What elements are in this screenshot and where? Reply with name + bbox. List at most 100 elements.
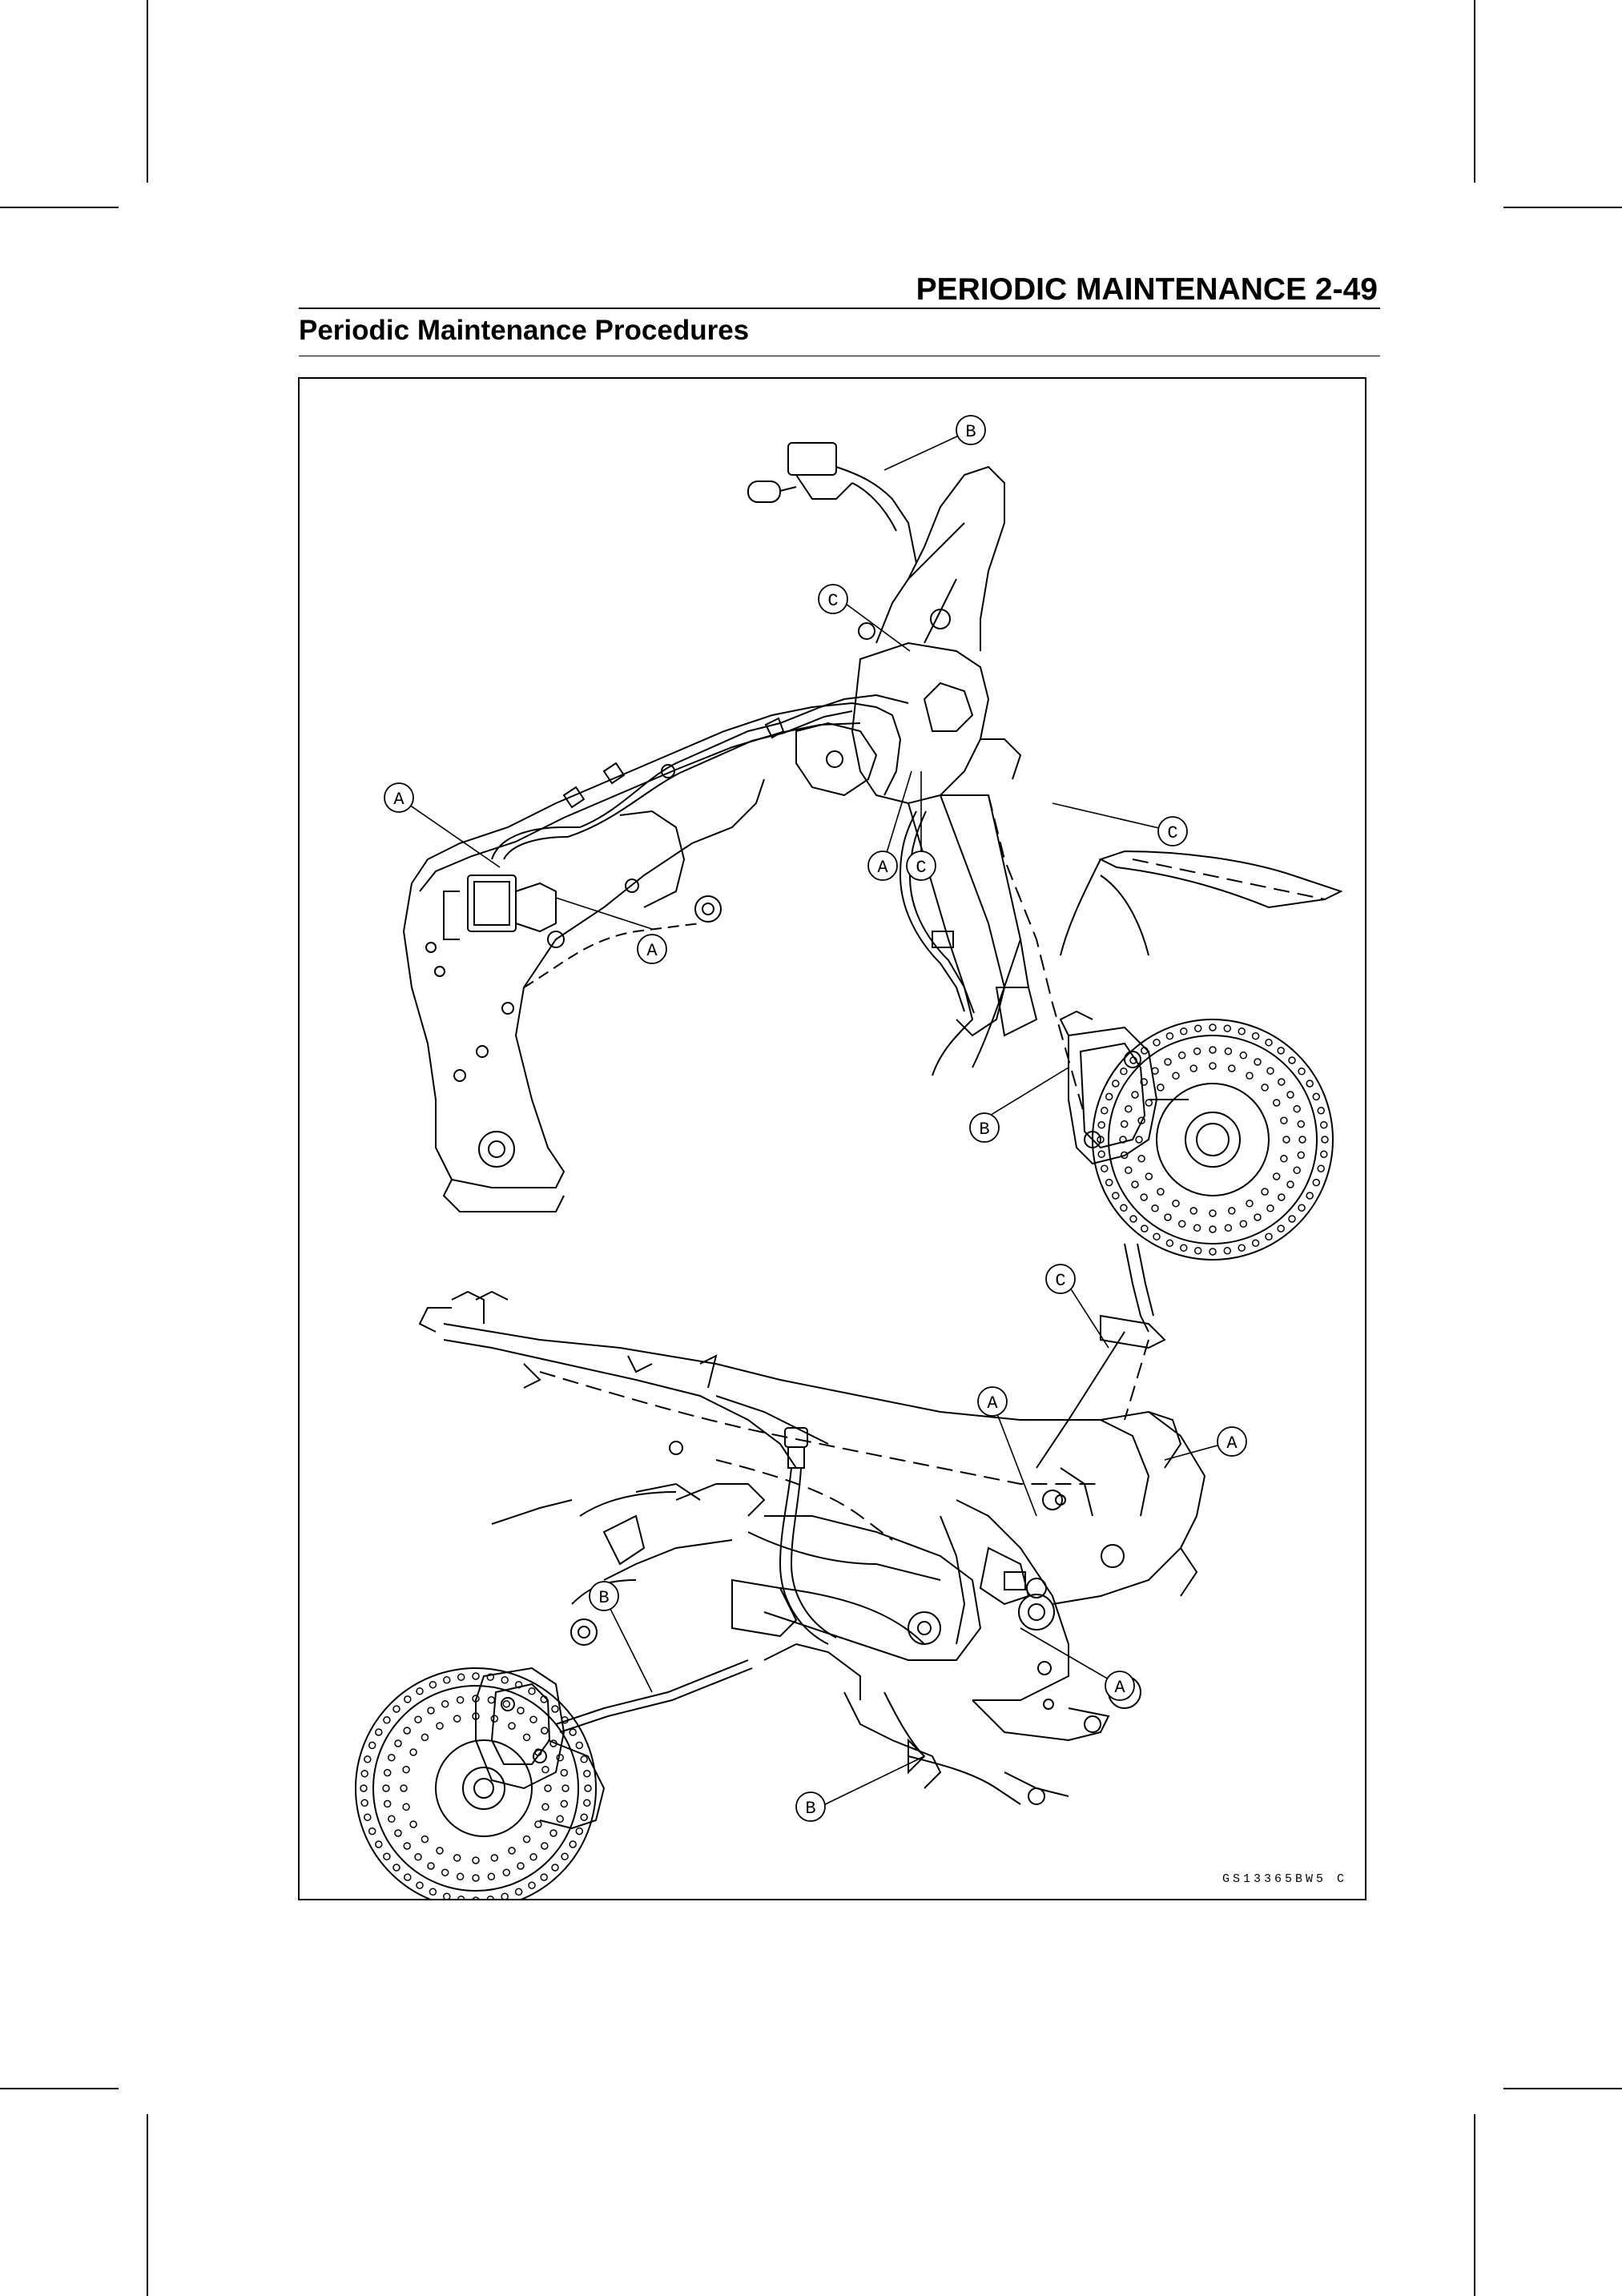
- disc-hole: [1105, 1178, 1113, 1187]
- disc-hole: [1321, 1136, 1329, 1144]
- disc-hole: [1280, 1155, 1288, 1163]
- disc-hole: [1277, 1224, 1285, 1232]
- disc-hole: [1288, 1056, 1296, 1064]
- disc-hole: [1189, 1207, 1197, 1215]
- crop-mark: [147, 0, 148, 183]
- disc-hole: [534, 1748, 542, 1756]
- disc-hole: [1239, 1051, 1248, 1060]
- disc-hole: [1120, 1204, 1128, 1212]
- rear-disc-holes: [360, 1672, 592, 1899]
- disc-hole: [1112, 1192, 1120, 1200]
- disc-hole: [1172, 1199, 1180, 1208]
- disc-hole: [421, 1835, 429, 1844]
- disc-hole: [528, 1881, 536, 1889]
- disc-hole: [514, 1680, 523, 1689]
- figure-code: GS13365BW5 C: [1222, 1872, 1347, 1886]
- disc-hole: [490, 1854, 499, 1862]
- disc-hole: [561, 1716, 569, 1724]
- disc-hole: [429, 1888, 437, 1896]
- disc-hole: [414, 1853, 422, 1861]
- disc-hole: [416, 1881, 424, 1889]
- disc-hole: [1297, 1151, 1306, 1160]
- callout-a-abs-left: A: [384, 782, 414, 813]
- crop-mark: [0, 207, 119, 208]
- disc-hole: [514, 1888, 523, 1896]
- disc-hole: [1223, 1024, 1232, 1032]
- svg-text:A: A: [877, 858, 888, 878]
- disc-hole: [487, 1695, 496, 1704]
- disc-hole: [1272, 1172, 1281, 1180]
- disc-hole: [441, 1700, 449, 1708]
- disc-hole: [575, 1741, 584, 1750]
- disc-hole: [529, 1853, 537, 1861]
- disc-hole: [364, 1755, 372, 1763]
- disc-hole: [1129, 1056, 1137, 1064]
- disc-hole: [580, 1813, 588, 1821]
- disc-hole: [486, 1896, 494, 1899]
- disc-hole: [1151, 1204, 1159, 1212]
- disc-hole: [403, 1727, 411, 1735]
- disc-hole: [1164, 1058, 1172, 1066]
- disc-hole: [1293, 1166, 1301, 1175]
- disc-hole: [1277, 1047, 1285, 1055]
- disc-hole: [441, 1868, 449, 1876]
- disc-hole: [1288, 1215, 1296, 1223]
- brake-line-routing-drawing: B C A A A C C B C A A B A B: [355, 415, 1343, 1899]
- disc-hole: [502, 1868, 511, 1876]
- disc-hole: [360, 1784, 368, 1792]
- disc-hole: [1165, 1031, 1174, 1040]
- disc-hole: [1165, 1239, 1174, 1248]
- disc-hole: [1157, 1188, 1165, 1196]
- disc-hole: [1286, 1091, 1294, 1099]
- disc-hole: [1286, 1180, 1294, 1188]
- disc-hole: [522, 1733, 531, 1742]
- disc-hole: [1141, 1224, 1149, 1232]
- disc-hole: [561, 1852, 569, 1860]
- disc-hole: [529, 1715, 537, 1723]
- disc-hole: [541, 1765, 549, 1774]
- callout-b-bottom-lower: B: [795, 1791, 826, 1822]
- bottom-frame-drawing: [355, 1243, 1206, 1899]
- disc-hole: [383, 1852, 391, 1860]
- disc-hole: [382, 1784, 390, 1792]
- disc-hole: [1189, 1064, 1197, 1072]
- disc-hole: [560, 1799, 569, 1808]
- disc-hole: [1180, 1244, 1188, 1252]
- svg-text:C: C: [827, 591, 838, 611]
- callout-a-bottom-upper: A: [977, 1386, 1008, 1417]
- front-disc-holes: [1097, 1023, 1329, 1256]
- crop-mark: [1503, 2088, 1622, 2089]
- disc-hole: [1131, 1091, 1139, 1099]
- disc-hole: [1265, 1232, 1273, 1240]
- crop-mark: [1503, 207, 1622, 208]
- disc-hole: [1246, 1072, 1254, 1080]
- disc-hole: [1209, 1248, 1217, 1256]
- disc-hole: [1120, 1151, 1129, 1160]
- crop-mark: [1474, 2114, 1475, 2296]
- disc-hole: [453, 1715, 461, 1723]
- disc-hole: [1145, 1172, 1153, 1180]
- callout-b-rear-caliper: B: [589, 1581, 619, 1611]
- disc-hole: [1153, 1039, 1161, 1047]
- disc-hole: [508, 1847, 516, 1855]
- disc-hole: [1317, 1107, 1325, 1115]
- disc-hole: [394, 1739, 402, 1747]
- disc-hole: [1120, 1120, 1129, 1128]
- disc-hole: [1266, 1067, 1274, 1075]
- disc-hole: [544, 1784, 552, 1792]
- disc-hole: [472, 1896, 480, 1899]
- disc-hole: [583, 1769, 591, 1778]
- disc-hole: [1272, 1099, 1281, 1107]
- disc-hole: [1140, 1078, 1148, 1086]
- disc-hole: [1209, 1023, 1217, 1031]
- disc-hole: [1298, 1068, 1306, 1076]
- disc-hole: [1298, 1204, 1306, 1212]
- figure-frame: B C A A A C C B C A A B A B GS13365BW5 C: [298, 377, 1366, 1900]
- disc-hole: [540, 1873, 548, 1881]
- disc-hole: [1172, 1072, 1180, 1080]
- callout-a-steering: A: [867, 850, 898, 881]
- svg-text:A: A: [1226, 1433, 1238, 1454]
- disc-hole: [1119, 1136, 1127, 1144]
- disc-hole: [1254, 1058, 1262, 1066]
- disc-hole: [583, 1799, 591, 1807]
